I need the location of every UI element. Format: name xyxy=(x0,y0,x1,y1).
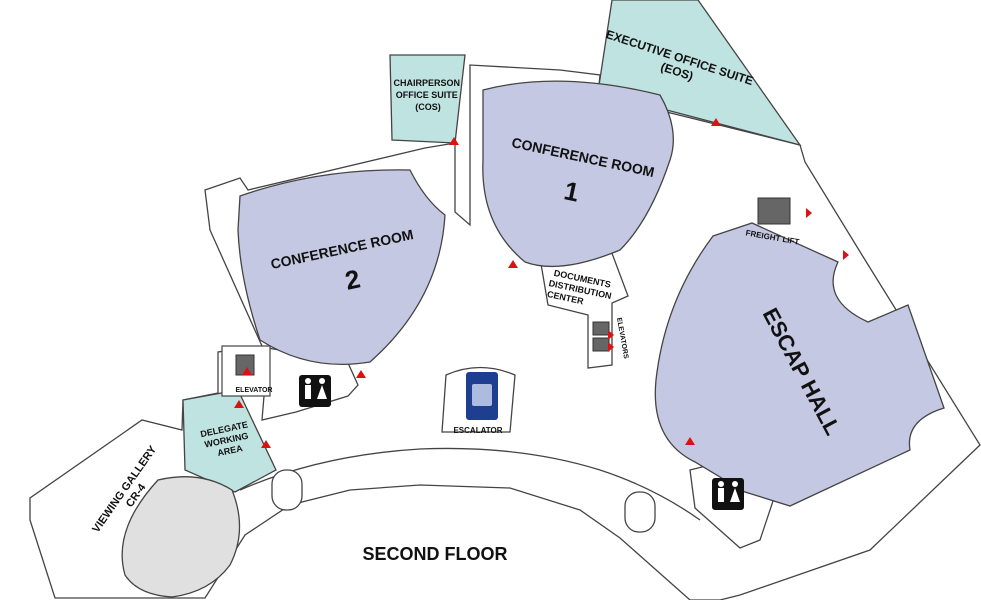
escalator-label: ESCALATOR xyxy=(453,426,502,435)
executive-office-suite-area xyxy=(597,0,802,147)
pillar-right xyxy=(624,491,656,533)
conference-room-1-number: 1 xyxy=(561,175,581,207)
freight-lift-car-icon xyxy=(757,197,791,225)
elevator-icon xyxy=(592,337,610,352)
cos-line2: OFFICE SUITE xyxy=(396,90,458,100)
conference-room-2-number: 2 xyxy=(342,263,362,295)
elevator-icon xyxy=(592,321,610,336)
freight-lift[interactable] xyxy=(757,197,791,225)
floor-title: SECOND FLOOR xyxy=(362,544,507,564)
escalator-step-icon xyxy=(472,384,492,406)
elevators-pair[interactable] xyxy=(592,321,610,352)
escap-hall-area xyxy=(654,222,945,507)
ring-inner-edge xyxy=(239,447,701,521)
pillar-left xyxy=(271,469,303,511)
elevator-label: ELEVATOR xyxy=(236,387,273,394)
cos-line3: (COS) xyxy=(415,102,441,112)
restroom-icon xyxy=(712,478,744,510)
viewing-gallery-area xyxy=(121,476,241,598)
conference-room-1-area xyxy=(482,80,674,268)
restroom-icon xyxy=(299,375,331,407)
conference-room-2-area xyxy=(237,169,446,365)
cos-line1: CHAIRPERSON xyxy=(393,78,460,88)
entrance-arrow-icon xyxy=(234,118,849,448)
escalator[interactable] xyxy=(441,366,516,433)
chairperson-office-suite-label: CHAIRPERSON OFFICE SUITE (COS) xyxy=(393,78,462,112)
